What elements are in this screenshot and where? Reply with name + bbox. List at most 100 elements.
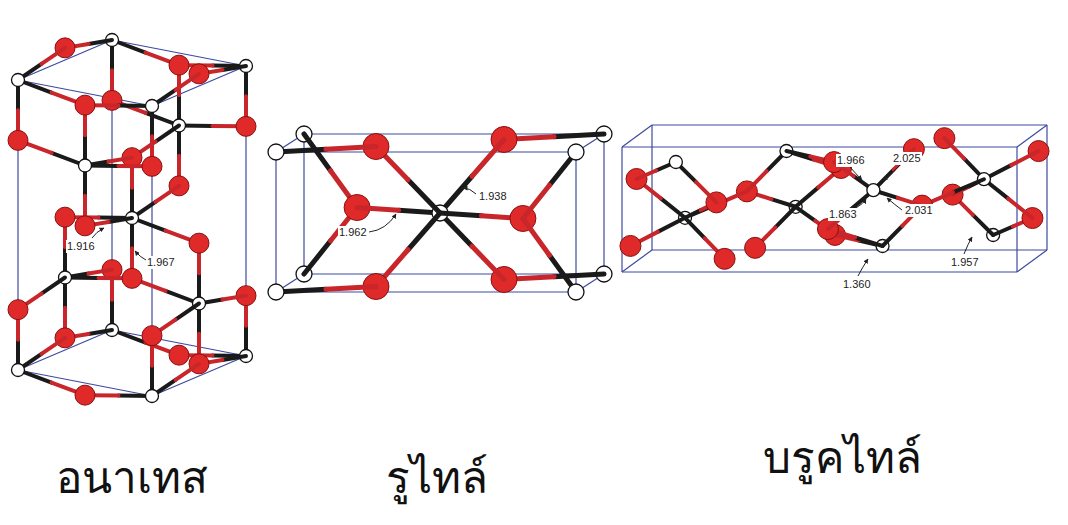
crystal-structure	[620, 125, 1049, 272]
unit-cell-edge	[152, 356, 246, 396]
leader-line	[92, 228, 104, 238]
leader-line	[883, 165, 900, 180]
o-atom	[122, 268, 142, 288]
ti-atom	[568, 284, 584, 300]
bond	[304, 241, 331, 274]
ti-atom	[79, 159, 92, 172]
o-atom	[55, 207, 75, 227]
leader-lines	[92, 165, 972, 276]
bond	[408, 180, 440, 213]
unit-cell-edge	[1016, 147, 1017, 272]
bond	[855, 238, 882, 246]
bond	[223, 356, 247, 360]
leader-line	[369, 214, 396, 232]
bond	[440, 213, 481, 216]
bond	[661, 198, 685, 217]
bond	[775, 207, 795, 228]
bond	[223, 66, 247, 70]
bond	[973, 215, 993, 235]
bond	[786, 151, 810, 157]
leader-line	[856, 199, 866, 208]
ti-atom	[867, 184, 880, 197]
o-atom	[8, 130, 28, 150]
bond	[89, 330, 113, 334]
bond	[89, 270, 113, 274]
structure-name: อนาเทส	[56, 448, 208, 507]
crystal-structure	[268, 126, 612, 300]
bond	[472, 139, 504, 176]
o-atom	[8, 300, 28, 320]
bond	[408, 213, 440, 250]
unit-cell-edge	[245, 66, 246, 356]
bond	[696, 182, 716, 202]
bond-length: 1.962	[338, 226, 368, 239]
bond	[523, 185, 550, 218]
o-atom	[142, 156, 162, 176]
ti-atom	[669, 155, 682, 168]
o-atom	[236, 116, 256, 136]
o-atom	[75, 385, 95, 405]
bond	[953, 179, 984, 192]
bond-length: 1.966	[836, 154, 866, 167]
unit-cell-edge	[622, 146, 1017, 147]
unit-cell-edge	[622, 125, 652, 147]
o-atom	[620, 235, 641, 256]
bond	[42, 48, 66, 64]
unit-cell-edge	[275, 152, 276, 292]
structure-name: บรูคไทล์	[763, 428, 922, 487]
bond	[771, 199, 795, 207]
bond	[42, 278, 66, 294]
o-atom	[714, 248, 735, 269]
bond	[523, 218, 550, 255]
bond-length: 2.025	[892, 152, 922, 165]
bond	[109, 218, 133, 222]
unit-cell-edge	[1017, 250, 1047, 272]
unit-cell-edge	[111, 40, 112, 330]
unit-cell-edge	[17, 80, 18, 370]
leader-line	[463, 188, 476, 194]
bond-length: 1.967	[146, 256, 176, 269]
ti-atom	[268, 144, 284, 160]
bond	[685, 210, 701, 218]
unit-cell-edge	[151, 106, 152, 396]
bond	[176, 74, 200, 90]
unit-cell-edge	[651, 125, 652, 250]
bond	[156, 126, 180, 142]
leader-line	[135, 251, 146, 260]
bond	[796, 207, 816, 221]
bond	[883, 226, 903, 246]
bond	[685, 218, 705, 239]
o-atom	[142, 326, 162, 346]
bond-length: 1.863	[828, 208, 858, 221]
bond-length: 1.360	[842, 278, 872, 291]
unit-cell-edge	[652, 124, 1047, 125]
bond	[109, 158, 133, 162]
bond-length: 1.957	[950, 256, 980, 269]
ti-atom	[146, 100, 159, 113]
ti-atom	[568, 144, 584, 160]
bond	[156, 186, 180, 202]
unit-cell-edge	[603, 134, 604, 274]
ti-atom	[12, 74, 25, 87]
unit-cell-edge	[303, 134, 304, 274]
unit-cell-edge	[18, 330, 112, 370]
ti-atom	[12, 364, 25, 377]
bond	[1008, 199, 1032, 218]
bond	[357, 208, 398, 211]
bond	[796, 187, 819, 206]
leader-line	[850, 167, 862, 180]
bond	[658, 218, 685, 232]
bond	[42, 338, 66, 354]
bond	[993, 227, 1013, 235]
o-atom	[169, 55, 189, 75]
bond	[176, 364, 200, 380]
unit-cell-edge	[152, 66, 246, 106]
bond	[89, 40, 113, 44]
o-atom	[189, 233, 209, 253]
crystal-structure	[8, 34, 256, 406]
unit-cell-edge	[18, 40, 112, 80]
structures	[8, 34, 1049, 406]
leader-line	[858, 259, 868, 276]
bond	[326, 287, 376, 290]
